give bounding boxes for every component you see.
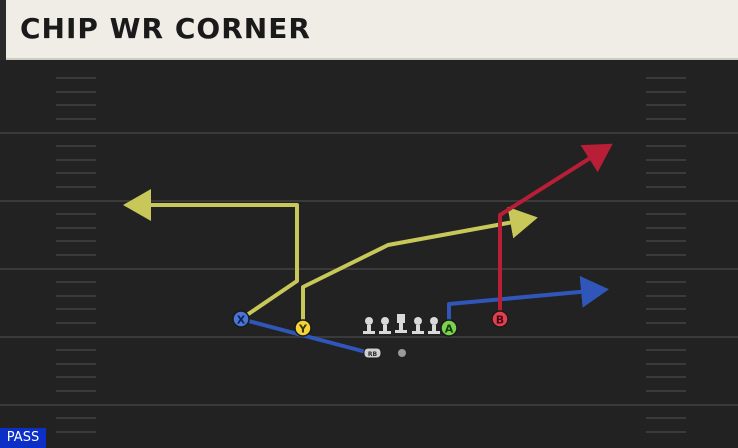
play-title: CHIP WR CORNER (20, 12, 311, 45)
player-a-marker (440, 319, 458, 337)
hash-marks-right (646, 77, 686, 433)
player-rb-marker (363, 347, 382, 359)
play-diagram: X Y A B RB (0, 77, 738, 433)
lineman-icon (428, 317, 440, 334)
route-x-out (123, 189, 299, 321)
player-x-label: X (237, 314, 246, 327)
title-accent (0, 0, 6, 60)
player-b: B (491, 310, 509, 328)
player-b-label: B (496, 314, 504, 327)
player-rb-label: RB (368, 351, 378, 358)
center-icon (395, 314, 407, 333)
route-b-post (498, 143, 613, 321)
player-y: Y (294, 319, 312, 337)
quarterback-marker (398, 349, 406, 357)
route-y-corner (301, 206, 538, 330)
football-field: X Y A B RB (0, 60, 738, 448)
player-rb: RB (363, 347, 382, 359)
player-y-label: Y (298, 323, 308, 336)
player-x-marker (232, 310, 250, 328)
lineman-icon (379, 317, 391, 334)
player-a: A (440, 319, 458, 337)
player-b-marker (491, 310, 509, 328)
route-a-flat (447, 275, 609, 330)
player-y-marker (294, 319, 312, 337)
offensive-line (363, 314, 440, 334)
play-type-badge: PASS (0, 428, 46, 448)
hash-marks-left (56, 77, 96, 433)
lineman-icon (363, 317, 375, 334)
lineman-icon (412, 317, 424, 334)
yard-lines (0, 132, 738, 406)
player-a-label: A (445, 323, 454, 336)
player-x: X (232, 310, 250, 328)
title-bar: CHIP WR CORNER (0, 0, 738, 60)
